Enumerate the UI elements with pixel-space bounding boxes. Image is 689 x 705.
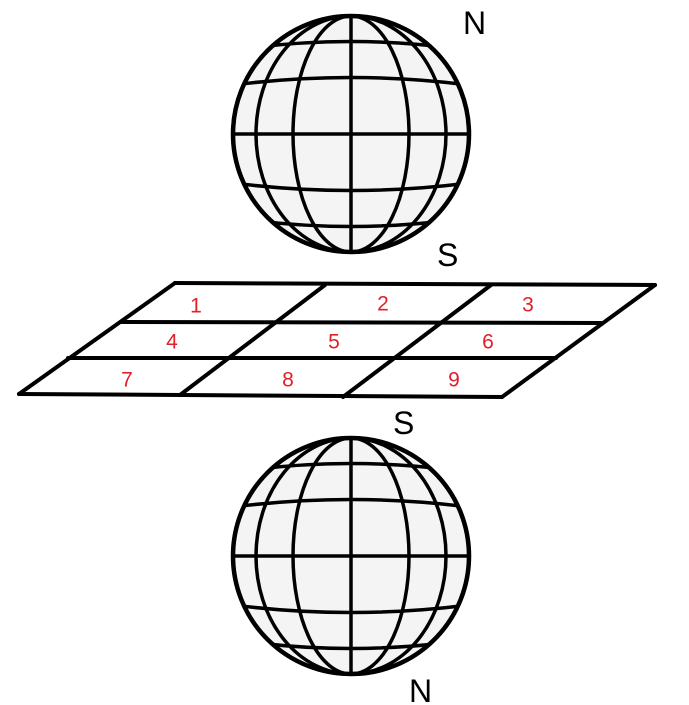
grid-line-col2 bbox=[341, 283, 493, 399]
top-globe bbox=[230, 13, 472, 255]
bottom-magnet-north-label: N bbox=[409, 673, 432, 705]
cell-label-6: 6 bbox=[482, 331, 494, 354]
cell-label-2: 2 bbox=[377, 293, 389, 316]
grid-line-left bbox=[17, 281, 177, 396]
cell-label-4: 4 bbox=[166, 331, 178, 354]
cell-label-5: 5 bbox=[328, 331, 340, 354]
cell-labels: 1 2 3 4 5 6 7 8 9 bbox=[121, 293, 534, 392]
bottom-magnet-south-label: S bbox=[393, 405, 414, 441]
cell-label-7: 7 bbox=[121, 369, 133, 392]
cell-label-1: 1 bbox=[190, 295, 202, 318]
grid-line-row1 bbox=[119, 320, 603, 325]
cell-label-8: 8 bbox=[282, 369, 294, 392]
top-magnet-north-label: N bbox=[463, 5, 486, 41]
top-magnet-south-label: S bbox=[437, 237, 458, 273]
cell-label-9: 9 bbox=[448, 369, 460, 392]
grid-plane bbox=[17, 281, 657, 399]
grid-line-top bbox=[173, 281, 657, 287]
grid-line-right bbox=[500, 283, 657, 399]
grid-line-bottom bbox=[17, 392, 504, 399]
grid-line-col1 bbox=[178, 283, 327, 397]
bottom-globe bbox=[230, 435, 472, 677]
cell-label-3: 3 bbox=[522, 294, 534, 317]
